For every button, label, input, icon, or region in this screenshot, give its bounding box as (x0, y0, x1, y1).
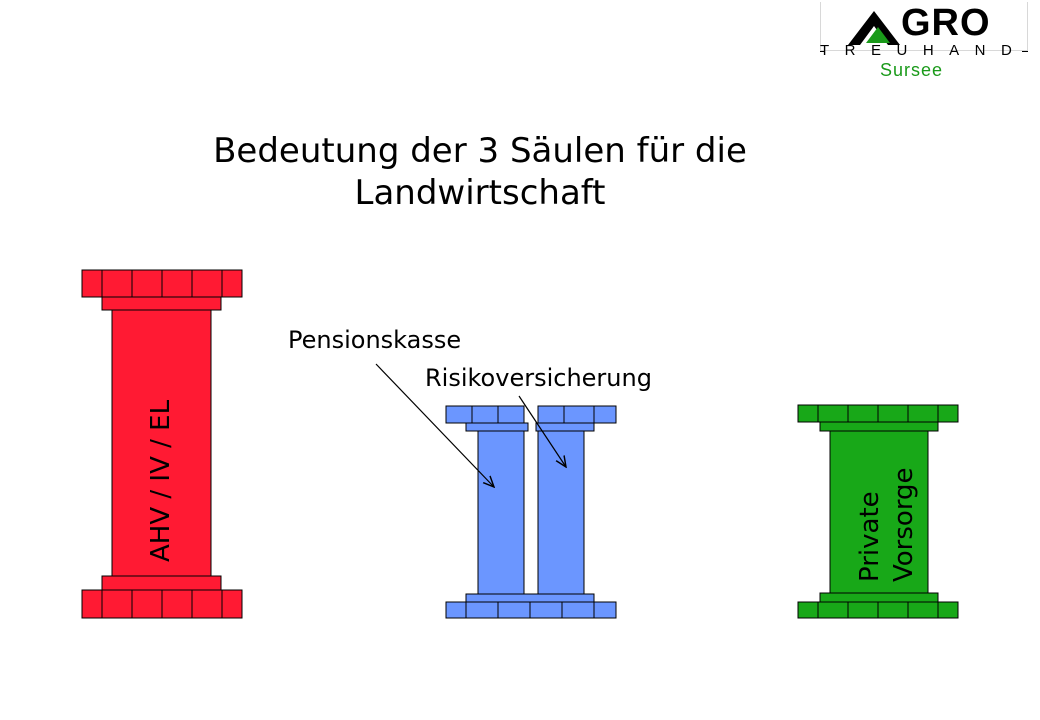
pillar3-top-block (817, 404, 849, 423)
pillar1-bottom-block (131, 589, 163, 619)
pillar1-top-block (221, 269, 243, 298)
pillar3-top-slab (819, 421, 939, 432)
pillar1-top-block (161, 269, 193, 298)
logo-line-left (820, 51, 824, 52)
label-vorsorge: Vorsorge (889, 467, 919, 582)
pillar-third (797, 404, 959, 619)
arrow-pensionskasse (375, 363, 494, 487)
pillar1-bottom-slab (101, 575, 222, 591)
pillar2-top-block (471, 405, 499, 424)
pillar2-top-slab-left (465, 422, 529, 432)
pillar2-shaft-risiko (537, 430, 585, 595)
pillar3-bottom-slab (819, 592, 939, 603)
pillar-first-ahv (81, 269, 243, 619)
pillar2-top-block (445, 405, 473, 424)
pillar3-bottom-block (877, 601, 909, 619)
pillar3-top-block (877, 404, 909, 423)
pillar2-bottom-block (445, 601, 467, 619)
pillar2-top-block (593, 405, 617, 424)
pillar1-shaft (111, 309, 212, 577)
label-first-pillar: AHV / IV / EL (144, 400, 178, 562)
pillar2-bottom-block (561, 601, 595, 619)
pillar2-top-block (537, 405, 565, 424)
pillar3-bottom-block (847, 601, 879, 619)
pillar3-bottom-block (817, 601, 849, 619)
pillar2-bottom-block (465, 601, 499, 619)
label-risikoversicherung: Risikoversicherung (425, 364, 652, 392)
pillar3-shaft (829, 430, 929, 594)
pillar3-top-block (907, 404, 939, 423)
pillar1-top-block (191, 269, 223, 298)
label-private: Private (855, 491, 885, 582)
pillar3-bottom-block (937, 601, 959, 619)
pillar3-top-block (937, 404, 959, 423)
logo-mountain-icon (848, 11, 900, 45)
pillar2-bottom-block (593, 601, 617, 619)
logo-word: GRO (901, 2, 991, 44)
pillar2-top-block (497, 405, 525, 424)
pillar2-top-slab-right (535, 422, 595, 432)
pillar-second (445, 405, 617, 619)
pillar2-top-block (563, 405, 595, 424)
pillar1-bottom-block (81, 589, 103, 619)
label-ahv-iv-el: AHV / IV / EL (146, 399, 176, 562)
pillar3-bottom-block (907, 601, 939, 619)
pillar2-bottom-slab (465, 593, 595, 603)
agro-treuhand-logo: GRO TREUHAND Sursee (818, 2, 1032, 86)
pillar1-bottom-block (191, 589, 223, 619)
pillar2-shaft-pensionskasse (477, 430, 525, 595)
label-third-pillar: Private Vorsorge (853, 467, 921, 582)
pillar1-bottom-block (161, 589, 193, 619)
label-pensionskasse: Pensionskasse (288, 326, 462, 354)
pillar1-bottom-block (101, 589, 133, 619)
logo-treuhand: TREUHAND (820, 42, 1028, 59)
arrow-risikoversicherung (518, 395, 566, 467)
logo-line-right (1022, 51, 1028, 52)
pillar1-top-block (101, 269, 133, 298)
pillar3-top-block (797, 404, 819, 423)
pillar1-top-block (131, 269, 163, 298)
pillar3-bottom-block (797, 601, 819, 619)
pillar1-top-slab (101, 296, 222, 311)
logo-frame (820, 2, 1028, 51)
pillar2-bottom-block (529, 601, 563, 619)
page-title: Bedeutung der 3 Säulen für die Landwirts… (213, 131, 747, 213)
pillar1-bottom-block (221, 589, 243, 619)
logo-sursee: Sursee (880, 60, 944, 80)
pillar3-top-block (847, 404, 879, 423)
pillar1-top-block (81, 269, 103, 298)
pillar2-bottom-block (497, 601, 531, 619)
